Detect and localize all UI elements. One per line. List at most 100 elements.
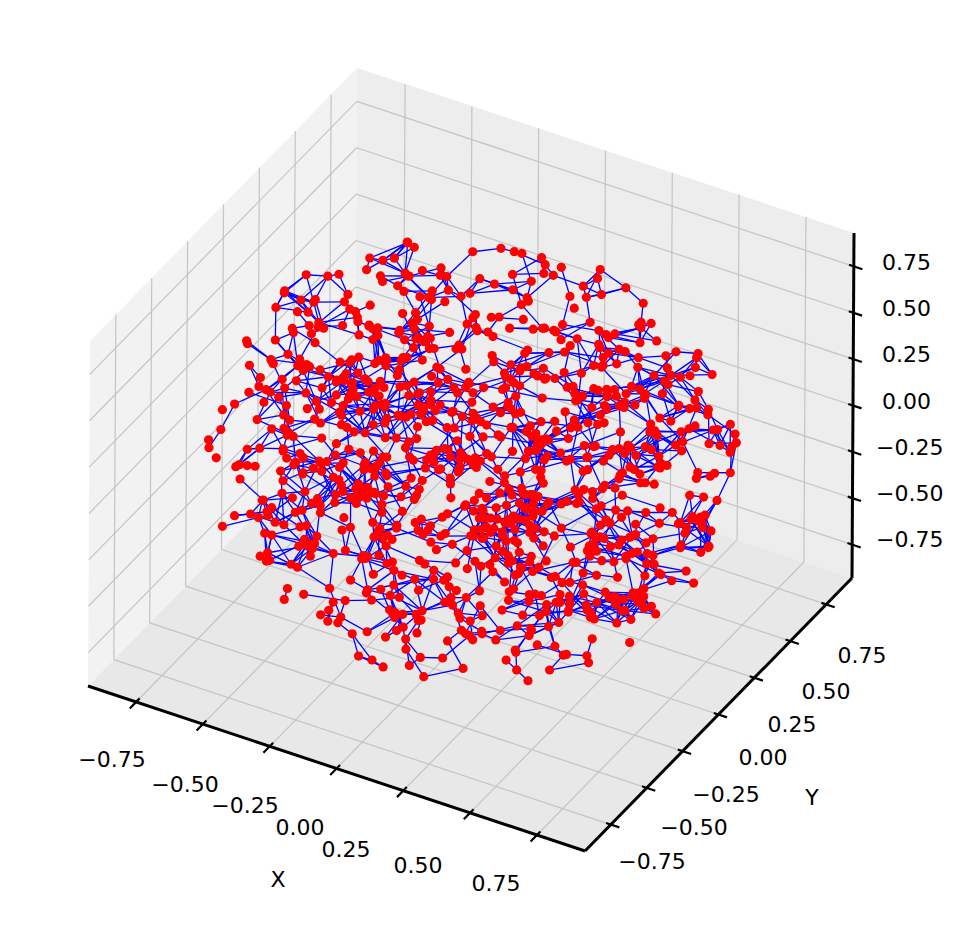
graph-edge <box>448 641 463 668</box>
graph-edge <box>275 307 277 340</box>
tick-mark <box>849 358 862 362</box>
graph-edge <box>602 367 627 393</box>
axis-line <box>585 578 852 851</box>
graph-edge <box>708 415 735 434</box>
grid-line <box>329 439 826 604</box>
grid-line <box>337 496 604 769</box>
tick-mark <box>531 831 541 841</box>
graph-edge <box>320 498 350 513</box>
grid-line <box>293 476 790 641</box>
graph-edge <box>555 366 594 379</box>
tick-mark <box>678 750 691 754</box>
graph-edge <box>561 509 596 528</box>
graph-edge <box>362 559 368 590</box>
graph-edge <box>511 353 549 365</box>
graph-edge <box>495 284 528 298</box>
grid-line <box>804 217 806 562</box>
graph-edge <box>466 572 493 598</box>
graph-edge <box>622 495 660 508</box>
grid-line <box>470 540 737 813</box>
graph-edges <box>209 242 736 681</box>
graph-edge <box>283 438 321 449</box>
graph-edge <box>257 397 279 419</box>
graph-edge <box>513 273 544 275</box>
grid-line <box>329 94 331 439</box>
graph-edge <box>717 473 730 501</box>
graph-edge <box>376 478 412 494</box>
graph-edge <box>422 579 433 610</box>
grid-line <box>537 562 804 835</box>
graph-edge <box>533 562 573 571</box>
grid-line <box>90 148 357 421</box>
graph-edge <box>370 243 408 258</box>
tick-mark <box>464 809 474 819</box>
graph-edge <box>330 554 334 589</box>
graph-edge <box>496 636 529 640</box>
graph-edge <box>272 535 291 564</box>
graph-edge <box>394 585 422 611</box>
graph-edge <box>661 575 694 583</box>
graph-edge <box>550 663 589 670</box>
tick-mark <box>263 743 273 753</box>
graph-edge <box>542 398 575 401</box>
tick-mark <box>197 721 207 731</box>
graph-edge <box>469 362 494 384</box>
grid-line <box>357 101 854 266</box>
graph-edge <box>624 408 651 425</box>
tick-mark <box>130 698 140 708</box>
grid-line <box>270 473 537 746</box>
graph-edge <box>304 594 345 600</box>
tick-mark <box>848 497 861 501</box>
grid-line <box>89 194 356 467</box>
graph-edge <box>295 512 314 543</box>
tick-mark <box>330 765 340 775</box>
graph-edge <box>447 252 473 277</box>
graph-edge <box>424 668 463 676</box>
tick-mark <box>606 823 619 827</box>
grid-line <box>357 148 854 313</box>
graph-edge <box>312 477 334 503</box>
grid-line <box>222 550 719 715</box>
grid-line <box>90 101 357 374</box>
graph-edge <box>470 290 513 294</box>
graph-edge <box>586 288 625 298</box>
tick-mark <box>848 404 861 408</box>
tick-mark <box>750 676 763 680</box>
graph-edge <box>640 389 660 418</box>
graph-edge <box>305 477 333 491</box>
graph-edge <box>443 636 470 658</box>
panes <box>88 68 854 851</box>
graph-edge <box>297 567 329 588</box>
graph-edge <box>422 605 452 610</box>
tick-mark <box>821 603 834 607</box>
graph-edge <box>513 258 542 275</box>
tick-mark <box>714 713 727 717</box>
grid-line <box>257 513 754 678</box>
graph-edge <box>315 343 340 363</box>
graph-edge <box>319 302 345 323</box>
graph-edge <box>527 275 553 297</box>
graph-edge <box>579 502 600 525</box>
graph-edge <box>683 442 698 473</box>
graph-edge <box>417 302 444 320</box>
grid-line <box>356 241 853 406</box>
axis-line <box>88 686 585 851</box>
graph-edge <box>570 459 575 490</box>
graph-edge <box>352 634 372 660</box>
graph-edge <box>296 377 328 381</box>
tick-mark <box>642 786 655 790</box>
grid-line <box>403 518 670 791</box>
graph-edge <box>653 533 685 539</box>
grid-line <box>355 380 852 545</box>
graph-edge <box>297 554 333 568</box>
graph-edge <box>283 481 312 504</box>
tick-mark <box>848 450 861 454</box>
graph-edge <box>565 352 604 358</box>
graph-edge <box>282 493 284 524</box>
graph-edge <box>447 514 474 530</box>
graph-edge <box>577 339 581 373</box>
graph-edge <box>480 279 513 290</box>
graph-edge <box>660 409 690 418</box>
